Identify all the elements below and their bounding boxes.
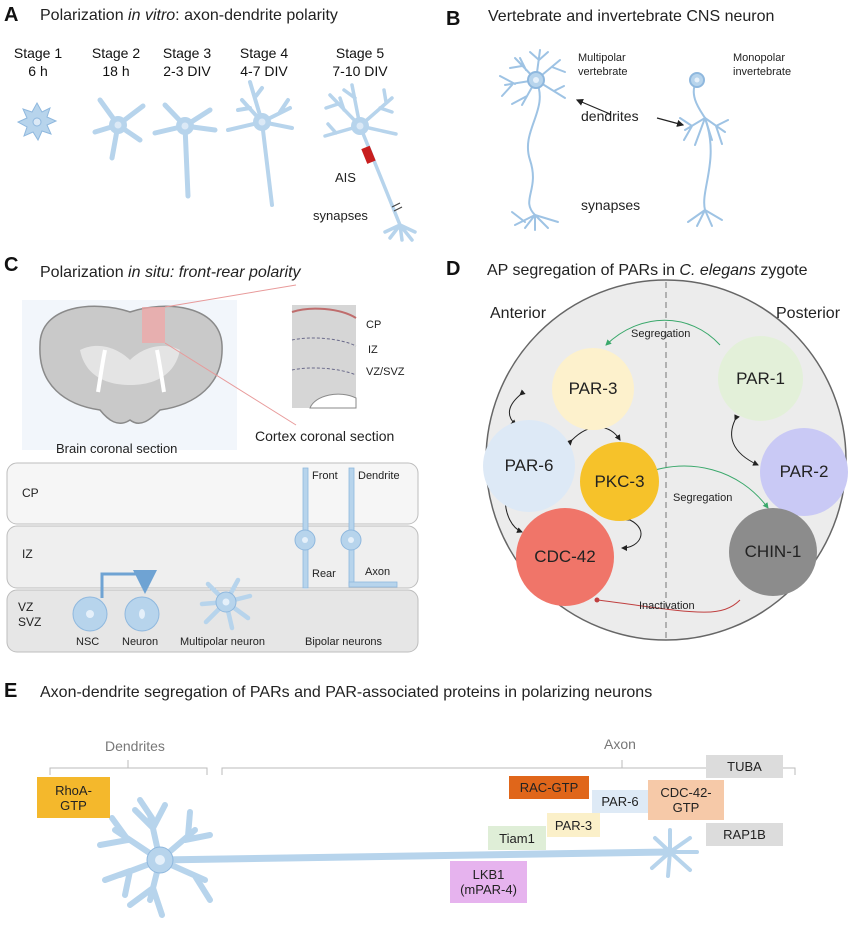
inactivation-dot [594,597,600,603]
multipolar-neuron-label: Multipolar neuron [180,636,265,648]
stage3-neuron [152,102,218,199]
bipolar-neurons-label: Bipolar neurons [305,636,383,648]
par6-circle: PAR-6 [483,420,575,512]
par1-par2-arrow [731,414,759,466]
pkc3-cdc42-arrow [621,515,642,551]
cortex-layer-iz: IZ [368,344,378,356]
bipolar-neuron-2 [340,467,398,588]
dendrites-label: dendrites [581,108,639,124]
chin1-circle: CHIN-1 [729,508,817,596]
axon-bracket [221,760,796,775]
panel-a-title: Polarization in vitro: axon-dendrite pol… [40,7,338,24]
stage5-neuron [323,83,417,242]
rear-label: Rear [312,568,336,580]
tuba-box: TUBA [706,755,783,778]
dendrites-arrow-right [656,117,685,127]
ais-segment [361,145,376,164]
cortex-layer-vzsvz: VZ/SVZ [366,366,405,378]
par2-circle: PAR-2 [760,428,848,516]
panel-a-letter: A [4,4,19,26]
cortex-layer-line-1 [291,337,357,347]
multipolar-vertebrate-neuron [499,49,566,231]
par1-circle: PAR-1 [718,336,803,421]
dendrite-label: Dendrite [358,470,400,482]
brain-section-label: Brain coronal section [56,441,178,456]
synapse-marks [391,202,403,212]
dendrites-bracket [49,760,208,775]
stage1-neuron [16,101,58,142]
cdc42-circle: CDC-42 [516,508,614,606]
monopolar-invertebrate-neuron [679,72,729,227]
lkb1-box: LKB1 (mPAR-4) [450,861,527,903]
panel-c-letter: C [4,254,19,276]
par3-circle: PAR-3 [552,348,634,430]
multipolar-vertebrate-label: Multipolar vertebrate [578,52,628,78]
nsc-cell [72,596,108,632]
zone-vz-svz-label: VZ SVZ [18,600,42,629]
inactivation-label: Inactivation [639,600,695,612]
panel-b-title: Vertebrate and invertebrate CNS neuron [488,8,775,25]
cortex-surface [291,307,357,319]
anterior-label: Anterior [490,305,547,322]
panel-b-synapses-label: synapses [581,197,641,213]
dendrites-arrow-left [575,99,611,115]
cortex-ventricle [309,393,357,409]
zone-cp-label: CP [22,486,39,500]
inactivation-arrow [597,599,741,613]
pkc3-circle: PKC-3 [580,442,659,521]
tiam1-box: Tiam1 [488,826,546,850]
ais-label: AIS [335,170,356,185]
cortex-section-label: Cortex coronal section [255,428,395,444]
panel-d-letter: D [446,258,461,280]
dendrites-region-label: Dendrites [105,738,165,754]
posterior-label: Posterior [776,305,841,322]
zoom-line-bottom [164,342,297,426]
par3-box: PAR-3 [547,813,600,837]
par6-box: PAR-6 [592,790,648,813]
cortex-layer-line-2 [291,367,357,376]
panel-c-title: Polarization in situ: front-rear polarit… [40,264,301,281]
bipolar-neuron-1 [294,467,316,589]
zone-cp [6,462,419,525]
segregation-mid-label: Segregation [673,492,733,504]
multipolar-neuron [199,577,253,631]
rap1b-box: RAP1B [706,823,783,846]
polarized-neuron [97,797,699,918]
division-arrow [100,570,157,598]
stage2-neuron [92,97,146,161]
panel-b-letter: B [446,8,461,30]
axon-label: Axon [365,566,391,578]
neuron-nucleus [155,855,165,865]
cortex-section [292,305,356,408]
panel-e-title: Axon-dendrite segregation of PARs and PA… [40,684,653,701]
segregation-arrow-top [605,319,721,346]
panel-d-title: AP segregation of PARs in C. elegans zyg… [487,262,808,279]
zoom-line-top [164,284,297,308]
cortex-highlight-box [142,307,165,343]
stage4-neuron [226,80,294,207]
rac-gtp-box: RAC-GTP [509,776,589,799]
panel-e-letter: E [4,680,18,702]
segregation-top-label: Segregation [631,328,691,340]
cdc42-gtp-box: CDC-42- GTP [648,780,724,820]
panel-a-synapses-label: synapses [313,208,368,223]
cortex-layer-cp: CP [366,319,382,331]
brain-ventricles [96,349,166,393]
rhoa-gtp-box: RhoA- GTP [37,777,110,818]
front-label: Front [312,470,338,482]
neuron-cell [124,596,160,632]
nsc-label: NSC [76,636,100,648]
zone-iz-label: IZ [22,547,33,561]
neuron-label: Neuron [122,636,159,648]
monopolar-invertebrate-label: Monopolar invertebrate [733,52,792,78]
axon-region-label: Axon [604,736,636,752]
